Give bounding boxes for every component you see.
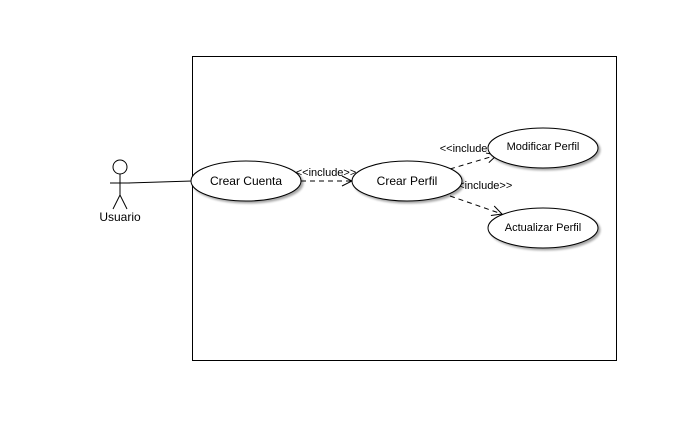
include-label-2: <<include>> [440, 143, 501, 155]
use-case-modificar-perfil[interactable]: Modificar Perfil [487, 127, 599, 169]
use-case-crear-cuenta[interactable]: Crear Cuenta [190, 160, 302, 202]
association-line [127, 180, 193, 184]
use-case-actualizar-perfil[interactable]: Actualizar Perfil [487, 207, 599, 249]
use-case-label: Crear Perfil [377, 174, 438, 188]
use-case-crear-perfil[interactable]: Crear Perfil [351, 160, 463, 202]
include-label-1: <<include>> [296, 167, 357, 179]
actor-label: Usuario [99, 210, 141, 224]
include-arrow-perfil-actualizar [449, 195, 502, 214]
actor-usuario[interactable]: Usuario [99, 159, 141, 224]
actor-left-leg [112, 194, 121, 210]
actor-head [112, 159, 128, 175]
use-case-label: Actualizar Perfil [505, 222, 581, 234]
actor-right-leg [119, 194, 128, 210]
include-label-3: <<include>> [452, 180, 513, 192]
use-case-label: Crear Cuenta [210, 174, 282, 188]
use-case-label: Modificar Perfil [507, 141, 580, 153]
include-arrow-perfil-modificar [449, 155, 497, 170]
